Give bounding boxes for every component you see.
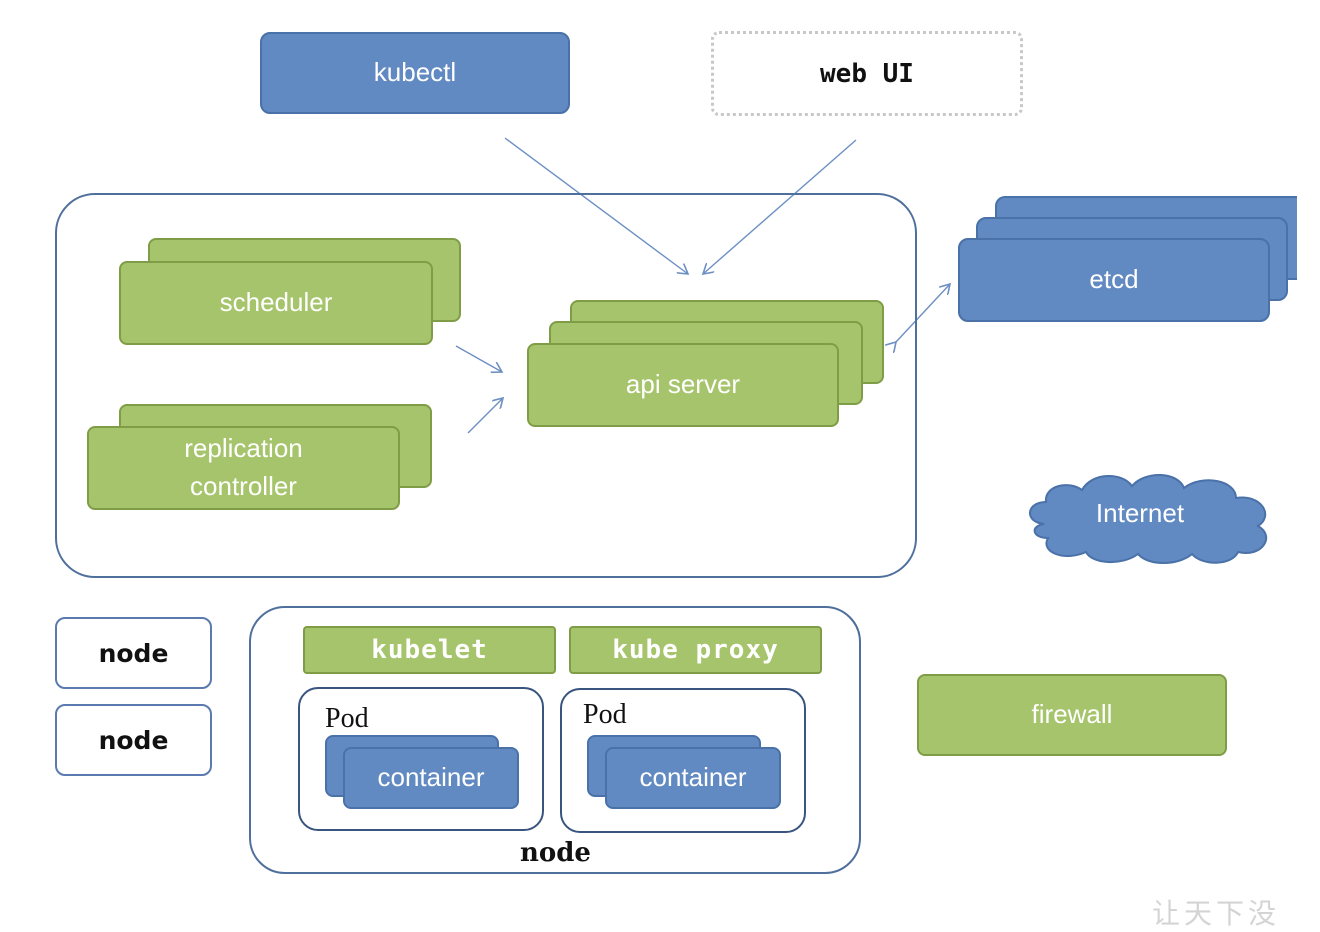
api-server-label: api server — [625, 369, 741, 400]
kubectl-label: kubectl — [373, 57, 457, 88]
etcd-label: etcd — [1089, 264, 1139, 295]
pod2-container-label: container — [639, 762, 747, 793]
pod2-container-box: container — [605, 747, 781, 809]
scheduler-label: scheduler — [219, 287, 333, 318]
pod1-container-label: container — [377, 762, 485, 793]
api-server-box: api server — [527, 343, 839, 427]
web-ui-label: web UI — [820, 58, 914, 89]
scheduler-box: scheduler — [119, 261, 433, 345]
internet-label-wrap: Internet — [1022, 466, 1258, 562]
kubectl-box: kubectl — [260, 32, 570, 114]
node-box-1: node — [55, 617, 212, 689]
rc-label-line2: controller — [190, 471, 297, 501]
master-container — [55, 193, 917, 578]
kube-proxy-label: kube proxy — [612, 635, 779, 665]
rc-label-line1: replication — [184, 433, 303, 464]
kubelet-label: kubelet — [371, 635, 488, 665]
internet-label: Internet — [1095, 498, 1185, 529]
kube-proxy-box: kube proxy — [569, 626, 822, 674]
node-label-2: node — [98, 725, 169, 755]
pod1-container-box: container — [343, 747, 519, 809]
arrow-kubectl-to-api — [504, 137, 688, 274]
watermark-text: 让天下没 — [1152, 898, 1281, 929]
replication-controller-box: replication controller — [87, 426, 400, 510]
arrow-rc-to-api — [467, 398, 503, 434]
node-detail-container — [249, 606, 861, 874]
arrow-webui-to-api — [703, 139, 857, 274]
node-detail-label: node — [520, 838, 591, 868]
web-ui-box: web UI — [711, 31, 1023, 116]
kubelet-box: kubelet — [303, 626, 556, 674]
firewall-label: firewall — [1031, 699, 1113, 730]
node-label-1: node — [98, 638, 169, 668]
pod-label-1: Pod — [325, 703, 369, 734]
internet-cloud-icon — [1029, 473, 1268, 564]
node-box-2: node — [55, 704, 212, 776]
pod-label-2: Pod — [583, 699, 627, 730]
etcd-box: etcd — [958, 238, 1270, 322]
arrow-api-etcd — [896, 284, 950, 342]
arrow-scheduler-to-api — [455, 345, 502, 372]
firewall-box: firewall — [917, 674, 1227, 756]
